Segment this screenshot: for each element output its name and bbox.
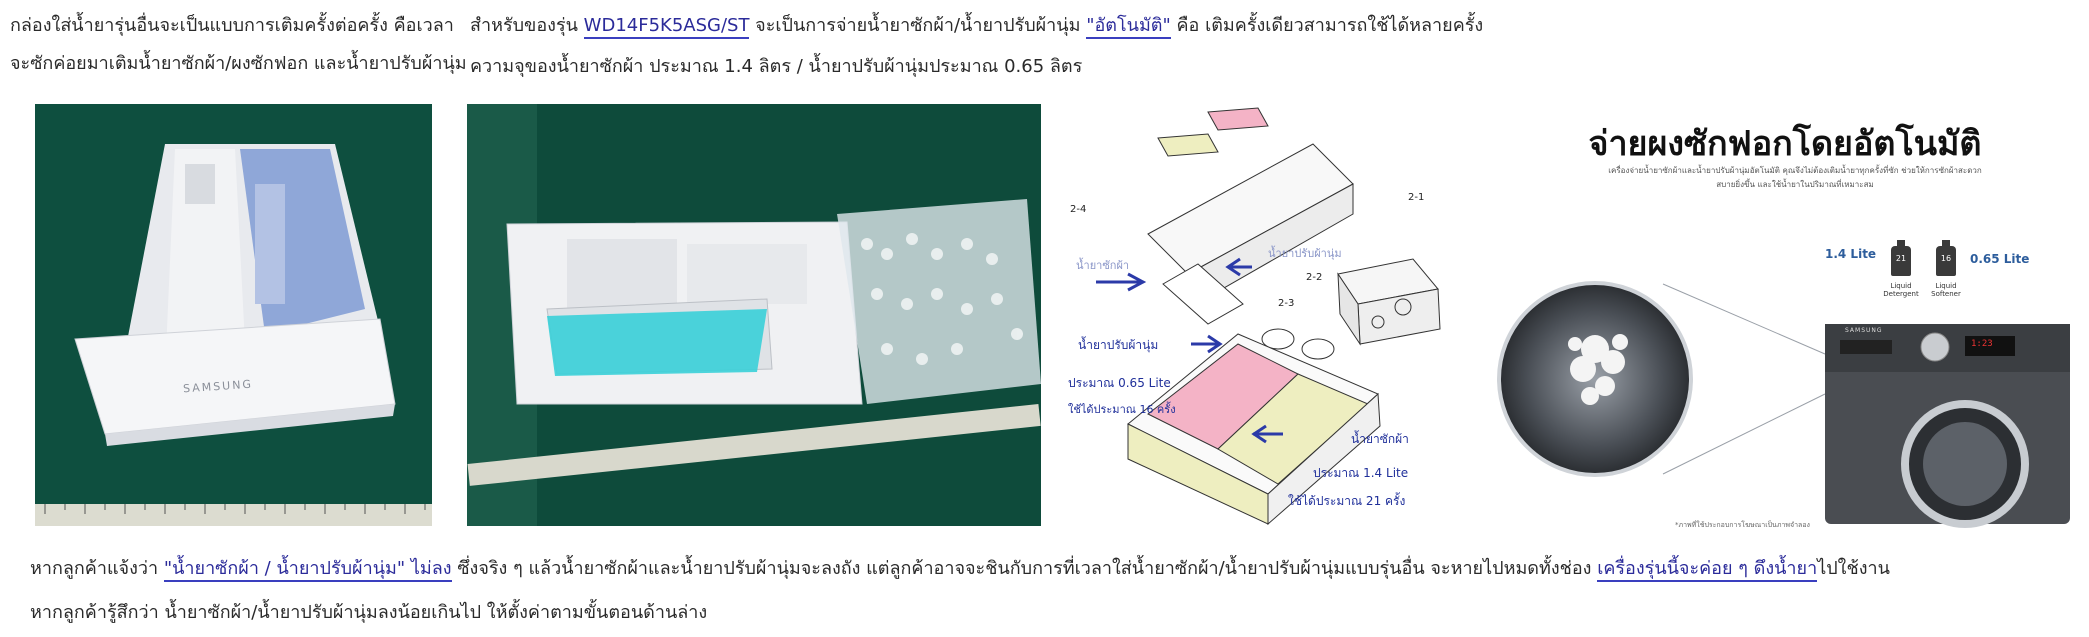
diagram-top-softener-label: น้ำยาปรับผ้านุ่ม <box>1268 247 1342 260</box>
packaged-dispenser-photo <box>467 104 1041 526</box>
bottom-slow-draw-highlight: เครื่องรุ่นนี้จะค่อย ๆ ดึงน้ำยา <box>1597 558 1818 582</box>
diagram-detergent-capacity: ประมาณ 1.4 Lite <box>1313 466 1409 480</box>
softener-bottle-caption: Liquid Softener <box>1931 282 1961 298</box>
promo-footnote: *ภาพที่ใช้ประกอบการโฆษณาเป็นภาพจำลอง <box>1675 521 1810 529</box>
model-info-suffix: คือ เติมครั้งเดียวสามารถใช้ได้หลายครั้ง <box>1170 15 1484 36</box>
bottom-prefix: หากลูกค้าแจ้งว่า <box>30 558 164 579</box>
promo-detergent-volume: 1.4 Lite <box>1825 247 1877 261</box>
softener-bottle-icon: 16 <box>1936 240 1956 276</box>
model-number-link[interactable]: WD14F5K5ASG/ST <box>583 15 750 39</box>
drawer-photo: SAMSUNG <box>35 104 432 526</box>
callout-2-4: 2-4 <box>1070 204 1087 215</box>
model-info-line-1: สำหรับของรุ่น WD14F5K5ASG/ST จะเป็นการจ่… <box>470 14 1484 39</box>
model-info-prefix: สำหรับของรุ่น <box>470 15 584 36</box>
capacity-info-line: ความจุของน้ำยาซักผ้า ประมาณ 1.4 ลิตร / น… <box>470 56 1083 77</box>
diagram-top-detergent-label: น้ำยาซักผ้า <box>1076 259 1130 272</box>
auto-dispense-promo: จ่ายผงซักฟอกโดยอัตโนมัติ เครื่องจ่ายน้ำย… <box>1495 104 2075 534</box>
diagram-softener-label: น้ำยาปรับผ้านุ่ม <box>1078 338 1159 352</box>
intro-text-line-1: กล่องใส่น้ำยารุ่นอื่นจะเป็นแบบการเติมครั… <box>10 15 454 36</box>
diagram-softener-capacity: ประมาณ 0.65 Lite <box>1068 376 1171 390</box>
diagram-detergent-label: น้ำยาซักผ้า <box>1351 432 1409 446</box>
promo-softener-volume: 0.65 Lite <box>1970 252 2030 266</box>
bottom-text-line-2: หากลูกค้ารู้สึกว่า น้ำยาซักผ้า/น้ำยาปรับ… <box>30 602 708 623</box>
softener-bottle-number: 16 <box>1940 254 1952 263</box>
machine-display: 1:23 <box>1971 339 1993 349</box>
auto-highlight: "อัตโนมัติ" <box>1086 15 1171 39</box>
callout-2-2: 2-2 <box>1306 272 1323 283</box>
callout-2-1: 2-1 <box>1408 192 1425 203</box>
detergent-bottle-number: 21 <box>1895 254 1907 263</box>
machine-brand-label: SAMSUNG <box>1845 327 1883 334</box>
exploded-dispenser-diagram: 2-4 2-1 2-2 2-3 น้ำยาซักผ้า น้ำยาปรับผ้า… <box>1068 104 1478 526</box>
callout-2-3: 2-3 <box>1278 298 1295 309</box>
bottom-text-line-1: หากลูกค้าแจ้งว่า "น้ำยาซักผ้า / น้ำยาปรั… <box>30 557 1890 582</box>
bottom-middle: ซึ่งจริง ๆ แล้วน้ำยาซักผ้าและน้ำยาปรับผ้… <box>451 558 1598 579</box>
intro-text-line-2: จะซักค่อยมาเติมน้ำยาซักผ้า/ผงซักฟอก และน… <box>10 53 467 74</box>
detergent-bottle-icon: 21 <box>1891 240 1911 276</box>
promo-title: จ่ายผงซักฟอกโดยอัตโนมัติ <box>1588 124 1982 164</box>
diagram-detergent-uses: ใช้ได้ประมาณ 21 ครั้ง <box>1288 494 1406 508</box>
promo-description: เครื่องจ่ายน้ำยาซักผ้าและน้ำยาปรับผ้านุ่… <box>1608 166 1982 189</box>
bottom-suffix: ไปใช้งาน <box>1817 558 1890 579</box>
detergent-bottle-caption: Liquid Detergent <box>1883 282 1919 298</box>
model-info-mid: จะเป็นการจ่ายน้ำยาซักผ้า/น้ำยาปรับผ้านุ่… <box>749 15 1087 36</box>
bottom-quote-highlight: "น้ำยาซักผ้า / น้ำยาปรับผ้านุ่ม" ไม่ลง <box>163 558 452 582</box>
diagram-softener-uses: ใช้ได้ประมาณ 16 ครั้ง <box>1068 403 1176 416</box>
